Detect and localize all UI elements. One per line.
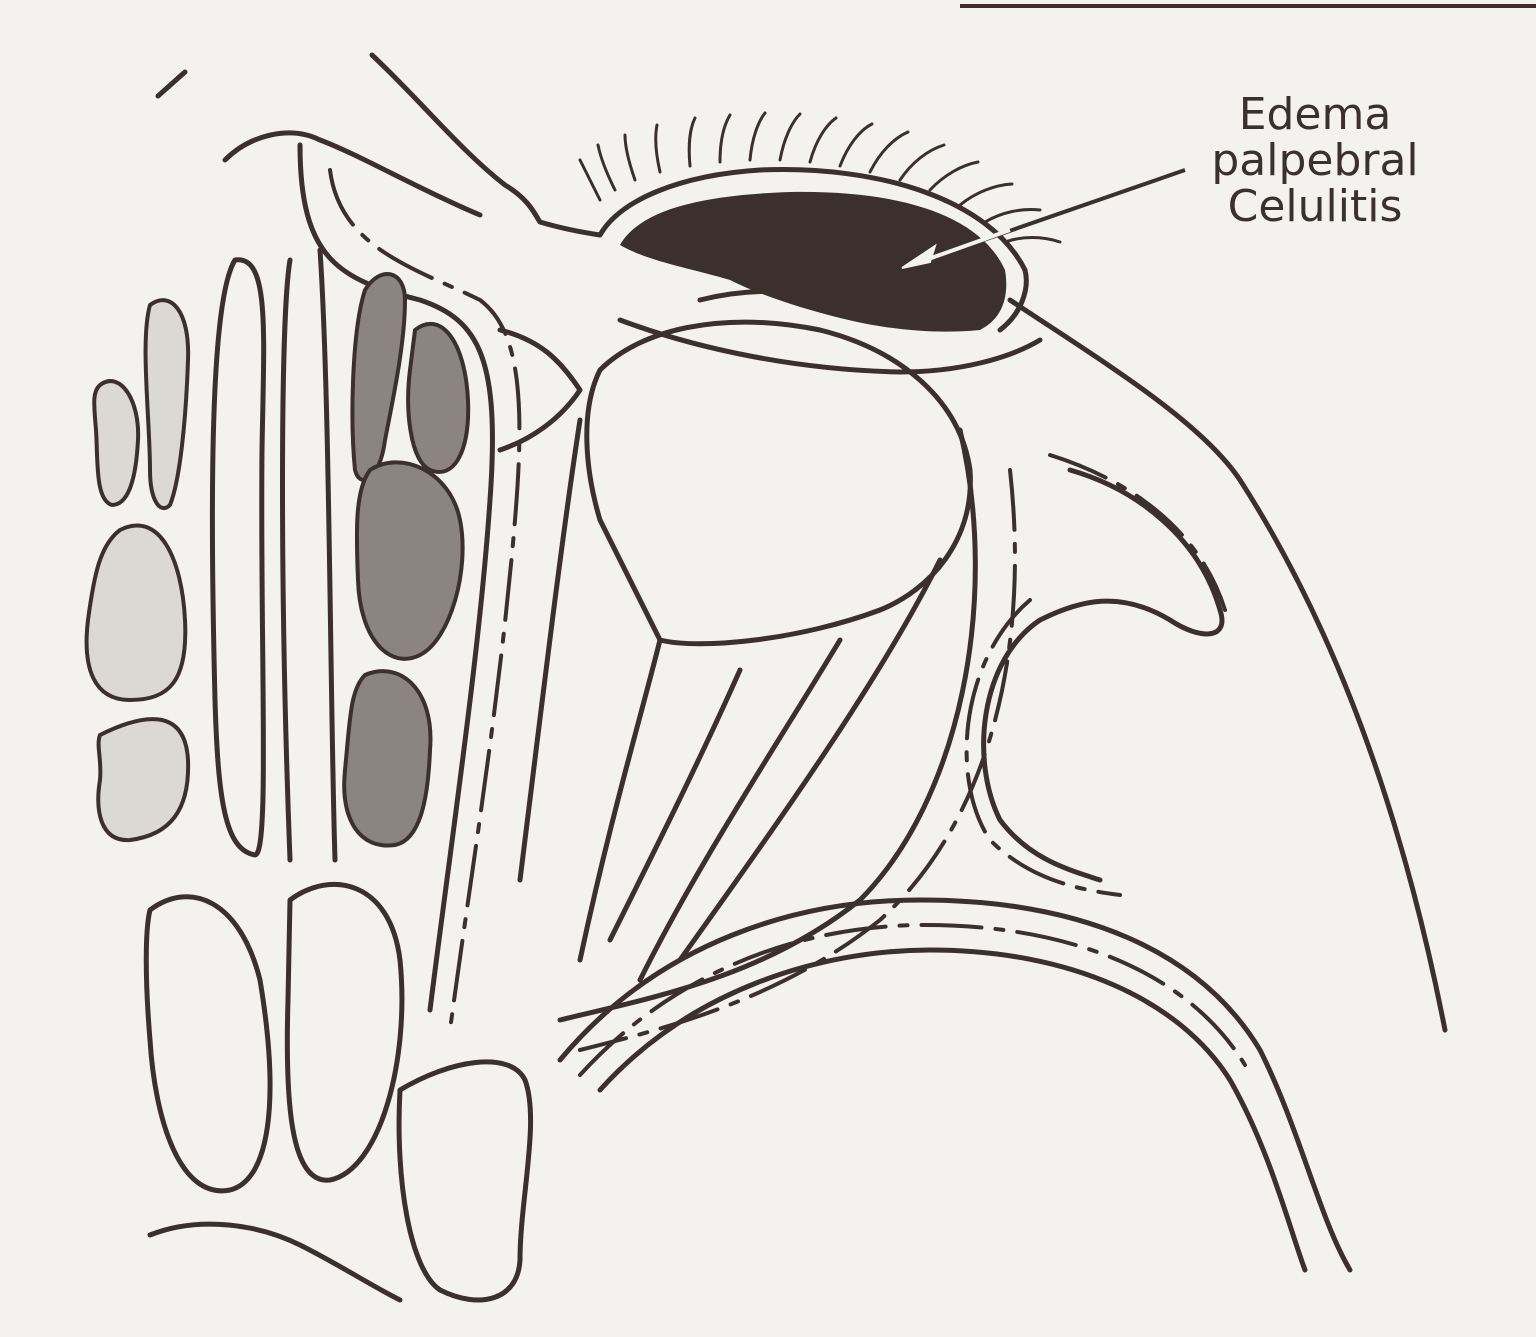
ethmoid-cell-2 bbox=[408, 324, 468, 472]
label-line-edema: Edema bbox=[1185, 92, 1445, 138]
orbital-rim bbox=[984, 470, 1222, 880]
edema-mass bbox=[620, 192, 1006, 332]
optic-nerve-upper bbox=[520, 420, 580, 880]
brow-line bbox=[225, 133, 480, 215]
ethmoid-cell-4 bbox=[344, 671, 430, 845]
ethmoid-cell-1 bbox=[352, 274, 405, 480]
maxillary-arch-inner bbox=[600, 950, 1305, 1270]
palate-line bbox=[150, 1224, 400, 1300]
light-cell-3 bbox=[87, 526, 186, 700]
skin-outline bbox=[372, 55, 600, 235]
inferior-region bbox=[399, 1062, 531, 1300]
ethmoid-air-cells bbox=[344, 274, 468, 846]
label-line-palpebral: palpebral bbox=[1185, 138, 1445, 184]
light-cell-1 bbox=[146, 300, 189, 508]
optic-nerve-lower bbox=[580, 640, 660, 960]
annotation-label: Edema palpebral Celulitis bbox=[1185, 92, 1445, 230]
lateral-orbital-wall bbox=[560, 430, 975, 1020]
corner-mark bbox=[158, 72, 185, 96]
light-cell-4 bbox=[98, 719, 188, 840]
extraocular-muscle-2 bbox=[640, 640, 840, 980]
maxillary-air-cells bbox=[87, 300, 189, 840]
label-line-celulitis: Celulitis bbox=[1185, 184, 1445, 230]
ethmoid-cell-3 bbox=[357, 462, 463, 658]
light-cell-2 bbox=[94, 381, 138, 505]
